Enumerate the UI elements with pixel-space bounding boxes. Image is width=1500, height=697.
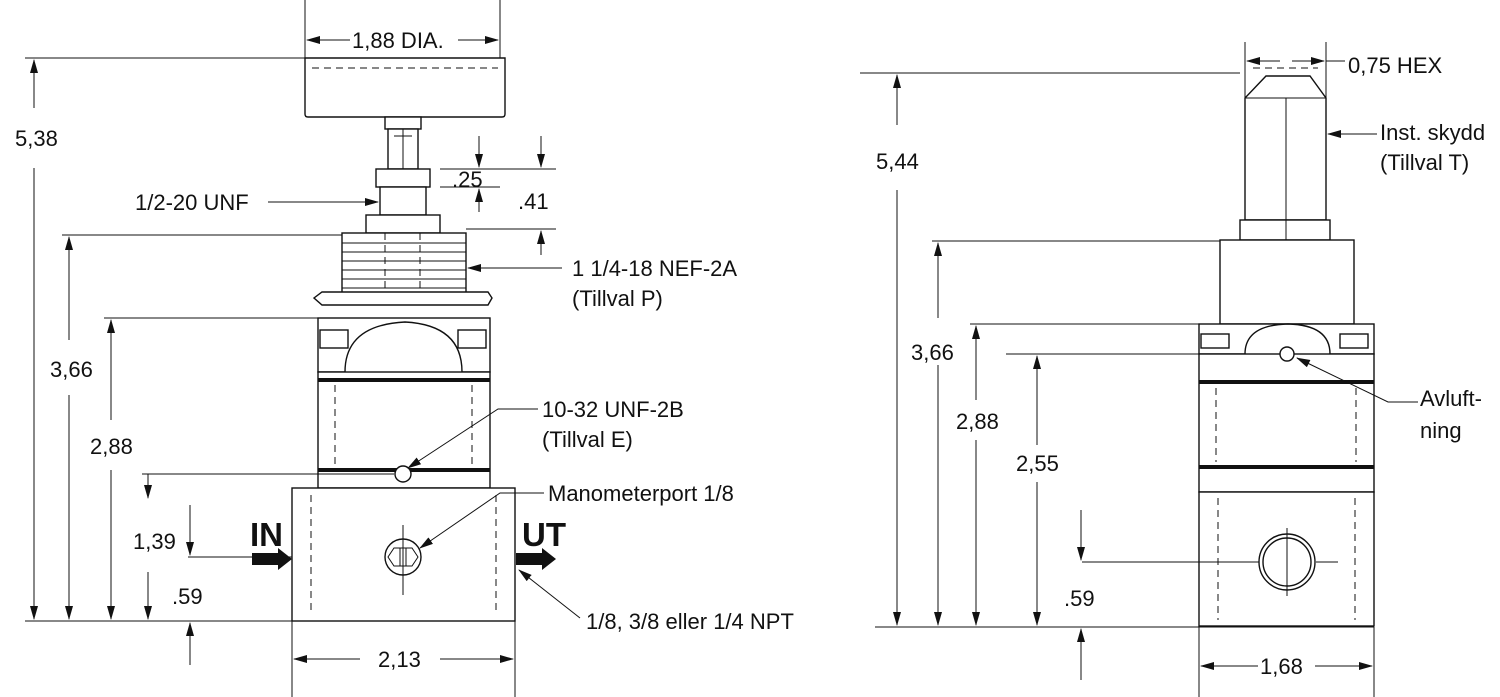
front-width-dim: 2,13 (378, 647, 421, 672)
side-bonnet (1219, 239, 1355, 325)
cap-nut (1239, 219, 1331, 241)
side-bonnet-height-dim: 3,66 (911, 340, 954, 365)
exhaust-port-hole (394, 465, 412, 483)
exhaust-port-option-label: (Tillval E) (542, 427, 633, 452)
lock-nut (365, 214, 441, 234)
front-body-height-dim: 2,88 (90, 434, 133, 459)
side-port (1082, 528, 1338, 596)
side-bonnet-body (1198, 353, 1375, 493)
tamper-cap (1244, 67, 1327, 221)
vent-label-line2: ning (1420, 418, 1462, 443)
knob-stem (384, 116, 422, 170)
vent-hole (1279, 346, 1295, 362)
panel-thread-option-label: (Tillval P) (572, 286, 663, 311)
front-overall-height-dim: 5,38 (15, 126, 58, 151)
front-diameter-dim: 1,88 DIA. (352, 28, 444, 53)
jam-nut (375, 168, 431, 188)
vent-label-line1: Avluft- (1420, 386, 1482, 411)
side-vent-height-dim: 2,55 (1016, 451, 1059, 476)
side-width-dim: 1,68 (1260, 654, 1303, 679)
bonnet-top (317, 317, 491, 373)
panel-nut (312, 291, 493, 306)
side-view: 5,44 0,75 HEX Inst. skydd (Tillval T) 3,… (860, 42, 1485, 697)
front-view: IN UT 5,38 1,88 DIA. 3,66 2,88 1,39 (15, 0, 794, 697)
threaded-bonnet (341, 232, 467, 298)
stem-thread-label: 1/2-20 UNF (135, 190, 249, 215)
front-bonnet-height-dim: 3,66 (50, 357, 93, 382)
panel-thread-label: 1 1/4-18 NEF-2A (572, 256, 737, 281)
front-stem-height-dim: .41 (518, 189, 549, 214)
exhaust-port-label: 10-32 UNF-2B (542, 397, 684, 422)
outlet-label: UT (522, 516, 566, 553)
front-port-height-dim: .59 (172, 584, 203, 609)
side-overall-height-dim: 5,44 (876, 149, 919, 174)
npt-ports-label: 1/8, 3/8 eller 1/4 NPT (586, 609, 794, 634)
inlet-label: IN (250, 516, 283, 553)
tamper-cap-label: Inst. skydd (1380, 120, 1485, 145)
front-nut-height-dim: .25 (452, 167, 483, 192)
outlet-arrow (516, 548, 556, 570)
gauge-port-label: Manometerport 1/8 (548, 481, 734, 506)
side-port-height-dim: .59 (1064, 586, 1095, 611)
side-hex-dim: 0,75 HEX (1348, 53, 1442, 78)
front-gauge-height-dim: 1,39 (133, 529, 176, 554)
inlet-arrow (252, 548, 292, 570)
gauge-port (384, 525, 422, 595)
adjustment-knob (304, 57, 506, 118)
side-body-height-dim: 2,88 (956, 409, 999, 434)
tamper-cap-option-label: (Tillval T) (1380, 150, 1469, 175)
